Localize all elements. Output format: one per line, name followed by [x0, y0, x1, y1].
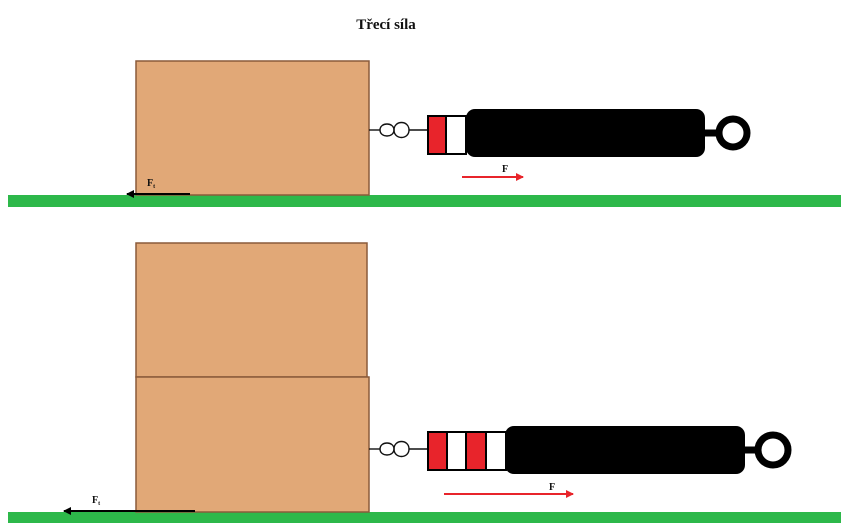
wooden-box — [135, 60, 370, 196]
scale-red-segment — [465, 431, 487, 471]
scale-body — [466, 109, 705, 157]
friction-force-label: Ft — [147, 178, 155, 190]
ground-line — [8, 195, 841, 207]
friction-force-label: Ft — [92, 495, 100, 507]
wooden-box-bottom — [135, 376, 370, 513]
scale-white-segment — [485, 431, 507, 471]
scale-white-segment — [445, 115, 467, 155]
scale-ring — [715, 115, 751, 151]
wooden-box-top — [135, 242, 368, 378]
spring-scale — [427, 109, 751, 157]
scene-two-boxes: F Ft — [8, 242, 841, 523]
spring-hook-icon — [369, 440, 428, 458]
scale-red-segment — [427, 431, 448, 471]
ground-line — [8, 512, 841, 523]
spring-hook-icon — [369, 121, 428, 139]
spring-scale — [427, 426, 792, 474]
diagram-title: Třecí síla — [356, 17, 416, 33]
scale-body — [505, 426, 745, 474]
scale-white-segment — [446, 431, 467, 471]
pull-force-label: F — [549, 482, 555, 493]
scene-one-box: F Ft — [8, 60, 841, 207]
pull-force-label: F — [502, 164, 508, 175]
scale-ring — [754, 431, 792, 469]
scale-red-segment — [427, 115, 447, 155]
